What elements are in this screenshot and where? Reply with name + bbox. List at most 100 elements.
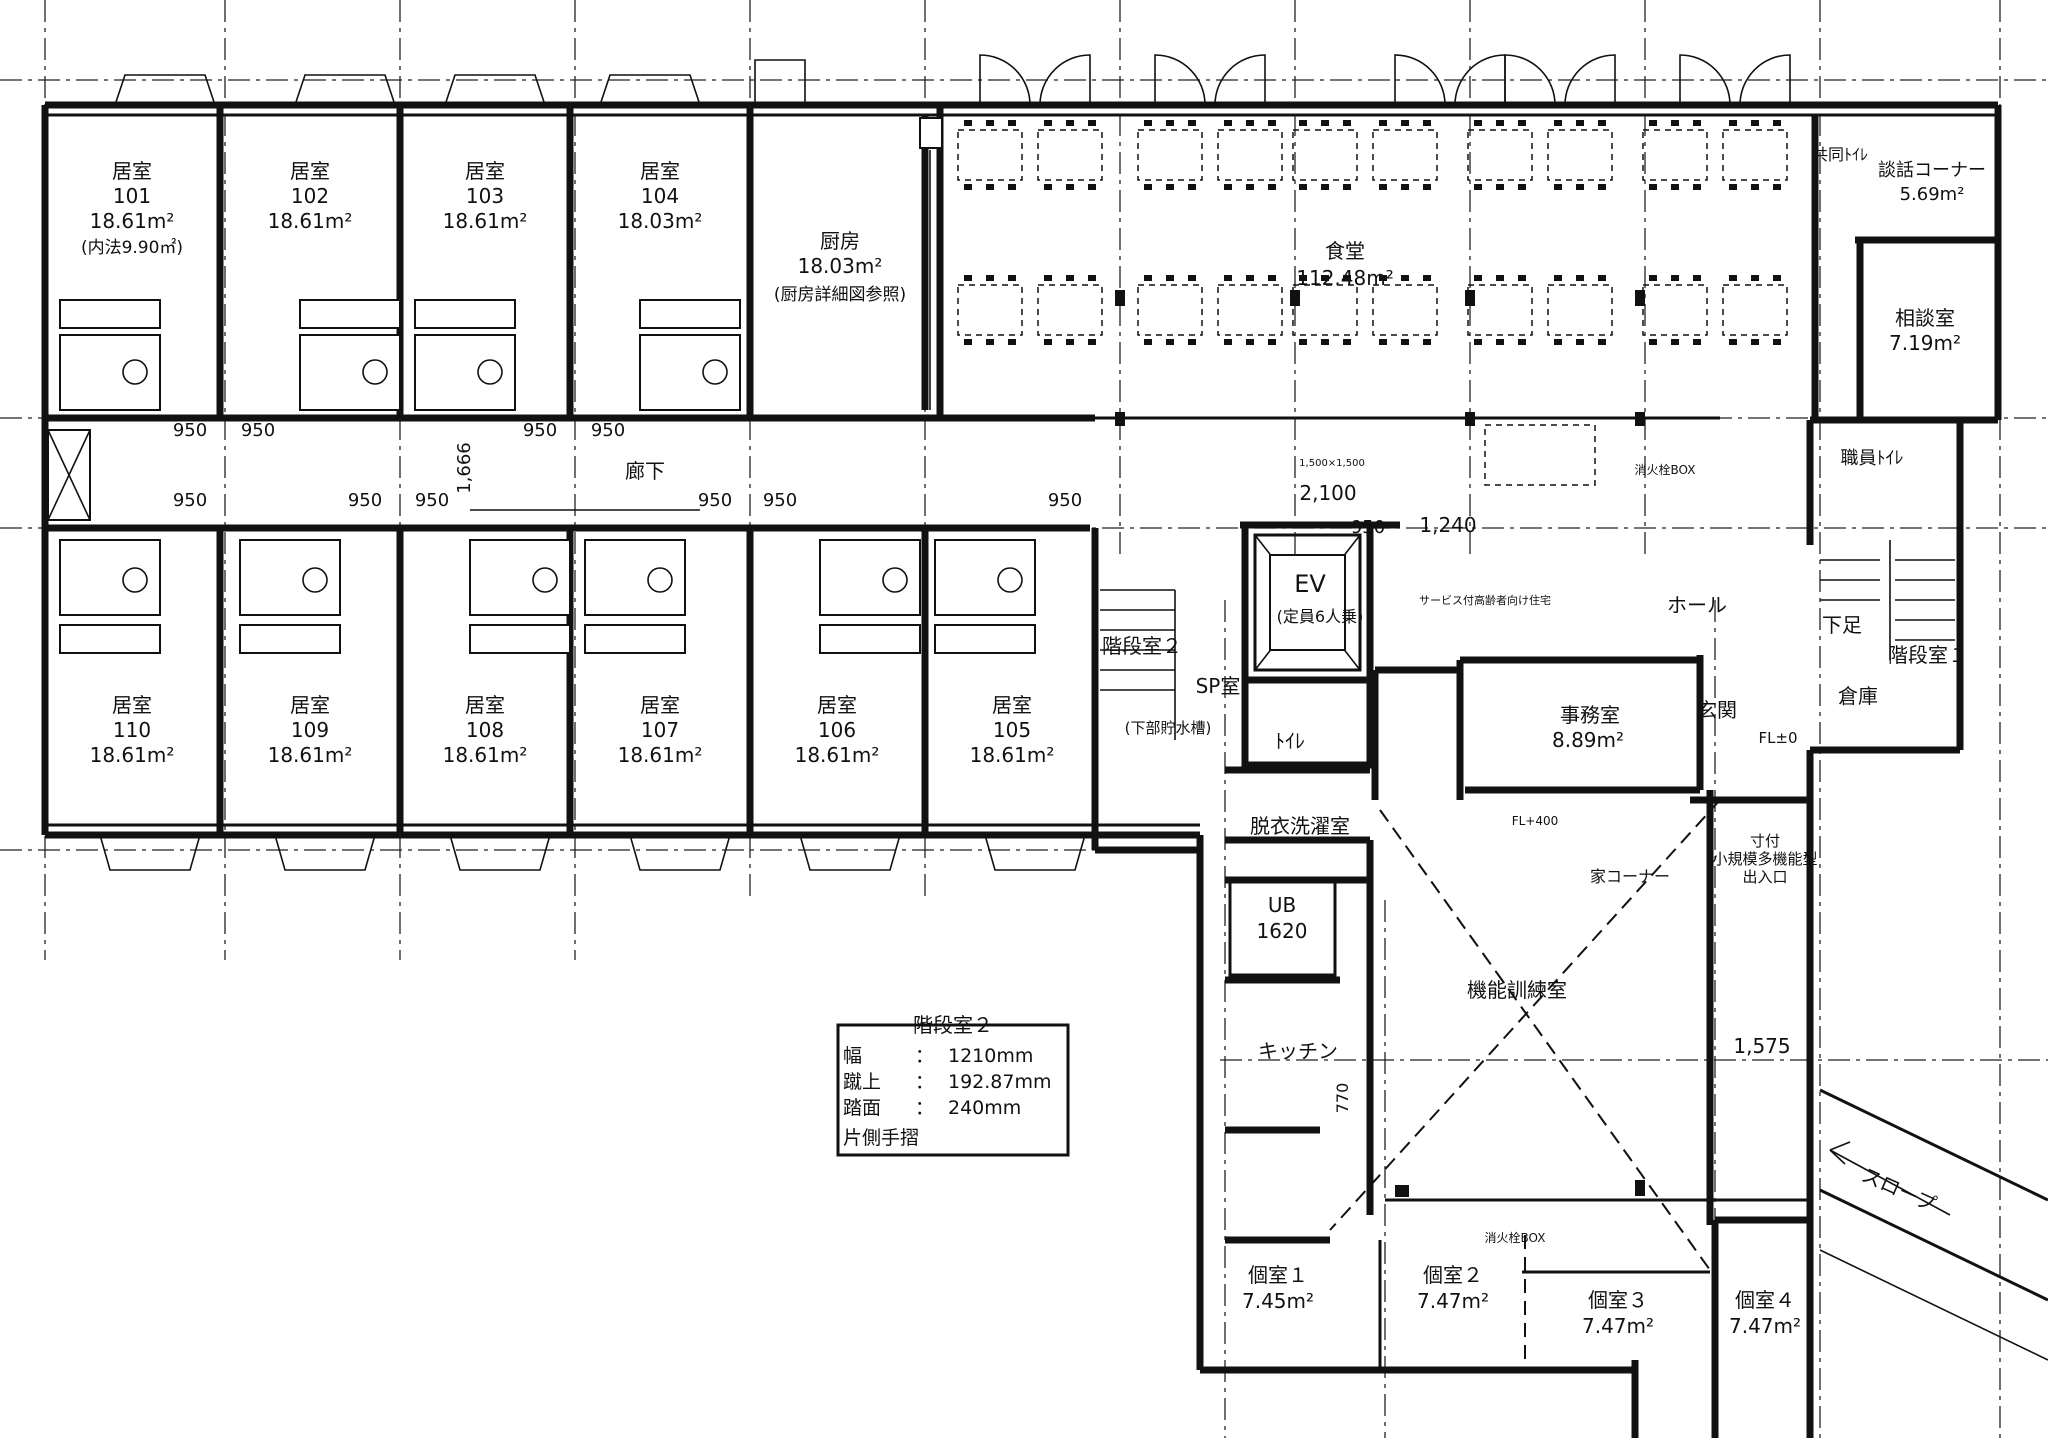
room-101-area: 18.61m² [90,209,175,233]
chair [1693,339,1701,345]
chair [1299,184,1307,190]
dining-table [1037,284,1103,336]
chair [1598,275,1606,281]
private-3-area: 7.47m² [1582,1314,1654,1338]
chair [1246,275,1254,281]
training-room-label: 機能訓練室 [1467,978,1567,1002]
room-103-area: 18.61m² [443,209,528,233]
chair [1751,339,1759,345]
chair [1554,184,1562,190]
room-wet-units [59,299,1036,654]
kitchen-label-2: キッチン [1258,1039,1338,1063]
chair [1474,120,1482,126]
room-104-area: 18.03m² [618,209,703,233]
dining-table [1722,129,1788,181]
chair [1671,275,1679,281]
office-area: 8.89m² [1552,728,1624,752]
room-110-label: 居室 [112,693,152,717]
wash-toilet-unit [299,334,401,411]
slope-label: スロープ [1858,1163,1940,1217]
legend-row-2-key: 蹴上 [843,1071,881,1093]
kitchen-note: (厨房詳細図参照) [774,285,906,305]
room-110-number: 110 [113,718,151,742]
wc-label: ﾄｲﾚ [1275,729,1305,753]
chair [1088,275,1096,281]
closet [59,624,161,654]
dining-table [1137,129,1203,181]
dining-table [1547,129,1613,181]
dim-1666: 1,666 [454,442,475,494]
chair [1773,339,1781,345]
room-109-number: 109 [291,718,329,742]
entrance-label: 玄関 [1697,698,1737,722]
chair [1044,120,1052,126]
dining-tables [957,120,1788,486]
chair [1321,120,1329,126]
kitchen-label: 厨房 [820,229,860,253]
chair [1299,339,1307,345]
legend-row-2-sep: ： [915,1071,934,1093]
chair [1693,275,1701,281]
shoes-label: 下足 [1822,613,1862,637]
ub-label: UB [1268,893,1296,917]
wash-toilet-unit [934,539,1036,616]
wash-toilet-unit [59,334,161,411]
ub-size: 1620 [1257,919,1308,943]
chair [1343,120,1351,126]
chair [1224,275,1232,281]
wash-toilet-unit [819,539,921,616]
chair [1518,275,1526,281]
chair [1693,120,1701,126]
private-1-label: 個室１ [1248,1263,1308,1287]
wash-toilet-unit [414,334,516,411]
chair [1246,339,1254,345]
dining-table [1547,284,1613,336]
unit-partition-walls [216,105,1099,835]
closet [469,624,571,654]
chair [1773,184,1781,190]
dining-table [1372,284,1438,336]
stair-1-treads [1820,540,1955,660]
toilet [532,567,558,593]
chair [1144,275,1152,281]
private-1-area: 7.45m² [1242,1289,1314,1313]
room-110-area: 18.61m² [90,743,175,767]
chair [1576,275,1584,281]
chair [1729,184,1737,190]
chair [1496,339,1504,345]
kitchen-corner-label: 家コーナー [1590,867,1670,886]
chair [1066,120,1074,126]
chair [1518,339,1526,345]
chair [1401,184,1409,190]
dining-table [1642,284,1708,336]
stair2-spec-legend: 階段室２ 幅 ： 1210mm 蹴上 ： 192.87mm 踏面 ： 240mm… [836,1013,1070,1157]
kitchen-area: 18.03m² [798,254,883,278]
chair [1496,275,1504,281]
chair [964,275,972,281]
room-102-number: 102 [291,184,329,208]
stair-2-treads [1100,589,1176,740]
wash-toilet-unit [584,539,686,616]
chair [1246,184,1254,190]
chair [1751,120,1759,126]
chair [1144,339,1152,345]
room-108-label: 居室 [465,693,505,717]
chair [1671,120,1679,126]
chair [1671,339,1679,345]
legend-note: 片側手摺 [843,1127,919,1149]
chair [1423,339,1431,345]
dining-table [1467,284,1533,336]
dim-1500: 1,500×1,500 [1299,458,1365,469]
toilet [882,567,908,593]
chair [1379,120,1387,126]
storage-label: 倉庫 [1838,684,1878,708]
chair [1649,120,1657,126]
room-105-area: 18.61m² [970,743,1055,767]
chair [1008,120,1016,126]
bay-windows-south [99,834,1086,871]
room-101-number: 101 [113,184,151,208]
chair [1576,184,1584,190]
chair [964,120,972,126]
chair [1246,120,1254,126]
room-101-label: 居室 [112,159,152,183]
